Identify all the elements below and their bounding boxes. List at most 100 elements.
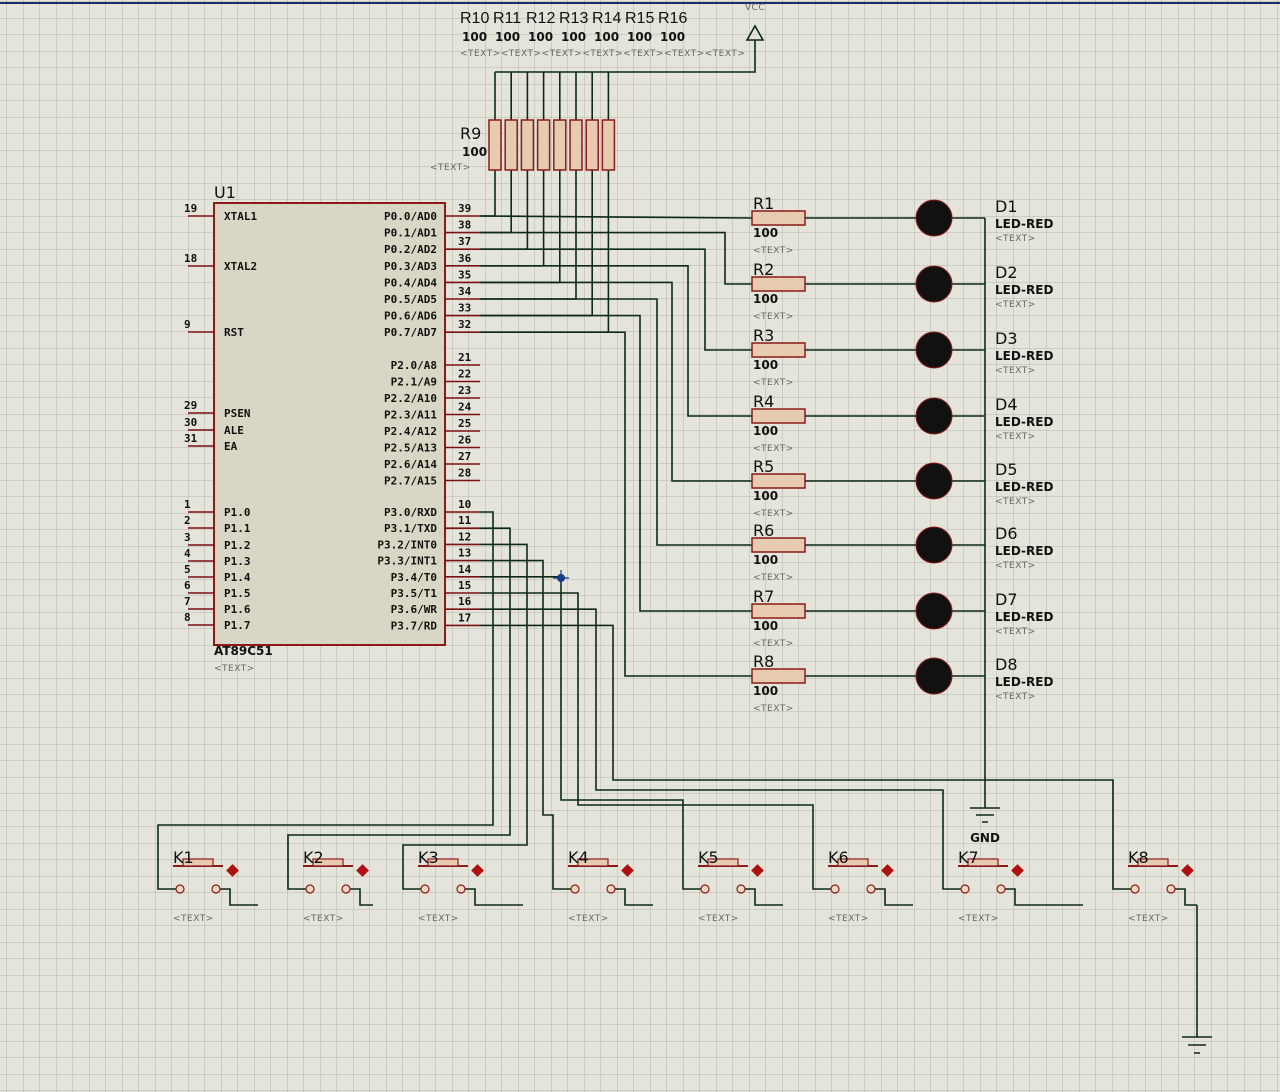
p0-led-wire[interactable] [480, 314, 752, 612]
p0-led-wire[interactable] [479, 215, 753, 219]
pin-name: XTAL2 [224, 260, 257, 273]
led-red[interactable] [915, 592, 953, 630]
led-ref: D4 [995, 395, 1018, 414]
pin-name: PSEN [224, 407, 251, 420]
p3-button-wire[interactable] [480, 592, 831, 890]
pullup-ref: R10 [460, 10, 489, 27]
button-ground-wire[interactable] [465, 888, 523, 906]
pullup-ref: R14 [592, 10, 621, 27]
button-ground-wire[interactable] [745, 888, 783, 906]
p0-led-wire[interactable] [480, 231, 752, 285]
pullup-resistor[interactable] [504, 119, 518, 171]
button-terminal [420, 884, 430, 894]
button-cap[interactable] [837, 858, 869, 867]
p3-button-wire[interactable] [480, 575, 701, 890]
pullup-ref: R13 [559, 10, 588, 27]
pullup-value: 100 [462, 30, 487, 44]
p3-button-wire[interactable] [480, 624, 1131, 890]
mcu-body[interactable] [213, 202, 446, 646]
button-ground-wire[interactable] [220, 888, 258, 906]
resistor-text: <TEXT> [753, 312, 794, 322]
resistor[interactable] [751, 473, 806, 489]
led-part: LED-RED [995, 349, 1053, 363]
button-ground-wire[interactable] [1175, 888, 1197, 906]
p3-button-wire[interactable] [287, 527, 511, 890]
resistor[interactable] [751, 342, 806, 358]
led-red[interactable] [915, 462, 953, 500]
p3-button-wire[interactable] [402, 543, 528, 890]
led-ref: D1 [995, 197, 1018, 216]
button-ground-wire[interactable] [1005, 888, 1083, 906]
button-terminal [341, 884, 351, 894]
button-ground-wire[interactable] [615, 888, 653, 906]
button-terminal [866, 884, 876, 894]
led-text: <TEXT> [995, 366, 1036, 376]
button-text: <TEXT> [828, 914, 869, 924]
button-ref: K5 [698, 848, 719, 867]
button-ref: K8 [1128, 848, 1149, 867]
resistor[interactable] [751, 603, 806, 619]
led-red[interactable] [915, 526, 953, 564]
resistor[interactable] [751, 276, 806, 292]
pin-number: 33 [458, 302, 471, 315]
led-red[interactable] [915, 199, 953, 237]
p0-led-wire[interactable] [480, 298, 752, 546]
pin-name: P3.0/RXD [384, 506, 437, 519]
p3-button-wire[interactable] [480, 608, 961, 890]
led-red[interactable] [915, 265, 953, 303]
resistor-ref: R4 [753, 392, 774, 411]
p3-button-wire[interactable] [157, 511, 494, 890]
led-text: <TEXT> [995, 497, 1036, 507]
pullup-resistor[interactable] [601, 119, 616, 171]
pin-name: P3.4/T0 [391, 571, 437, 584]
components: U1AT89C51<TEXT>19XTAL118XTAL29RST29PSEN3… [173, 3, 1212, 1054]
led-red[interactable] [915, 397, 953, 435]
resistor[interactable] [751, 668, 806, 684]
button-ground-wire[interactable] [350, 888, 373, 906]
p3-button-wire[interactable] [480, 559, 571, 890]
pin-name: P1.7 [224, 619, 251, 632]
resistor[interactable] [751, 408, 806, 424]
pin-number: 25 [458, 417, 471, 430]
p0-led-wire[interactable] [480, 331, 752, 677]
pullup-resistor[interactable] [520, 119, 535, 171]
button-terminal [960, 884, 970, 894]
pin-number: 31 [184, 432, 198, 445]
button-cap[interactable] [577, 858, 609, 867]
button-text: <TEXT> [173, 914, 214, 924]
resistor[interactable] [751, 210, 806, 226]
button-terminal [830, 884, 840, 894]
pullup-value: 100 [627, 30, 652, 44]
pullup-resistor[interactable] [569, 119, 583, 171]
button-cap[interactable] [312, 858, 344, 867]
led-red[interactable] [915, 331, 953, 369]
button-cap[interactable] [707, 858, 739, 867]
pullup-resistor[interactable] [536, 119, 551, 171]
button-cap[interactable] [1137, 858, 1169, 867]
led-red[interactable] [915, 657, 953, 695]
p0-led-wire[interactable] [480, 264, 752, 417]
button-cap[interactable] [967, 858, 999, 867]
resistor[interactable] [751, 537, 806, 553]
pin-number: 9 [184, 318, 191, 331]
pin-number: 19 [184, 202, 197, 215]
pullup-resistor[interactable] [585, 119, 599, 171]
pin-name: P1.1 [224, 522, 251, 535]
vcc-label: VCC [745, 3, 765, 13]
button-ground-wire[interactable] [875, 888, 913, 906]
pullup-resistor[interactable] [553, 119, 567, 171]
pullup-resistor[interactable] [488, 119, 502, 171]
button-cap[interactable] [427, 858, 459, 867]
button-cap[interactable] [182, 858, 214, 867]
pin-number: 18 [184, 252, 197, 265]
pin-number: 28 [458, 467, 471, 480]
resistor-text: <TEXT> [753, 509, 794, 519]
button-terminal [175, 884, 185, 894]
resistor-ref: R1 [753, 194, 774, 213]
pin-name: P0.6/AD6 [384, 310, 437, 323]
resistor-ref: R2 [753, 260, 774, 279]
vcc-wire[interactable] [495, 40, 756, 73]
button-ref: K3 [418, 848, 439, 867]
